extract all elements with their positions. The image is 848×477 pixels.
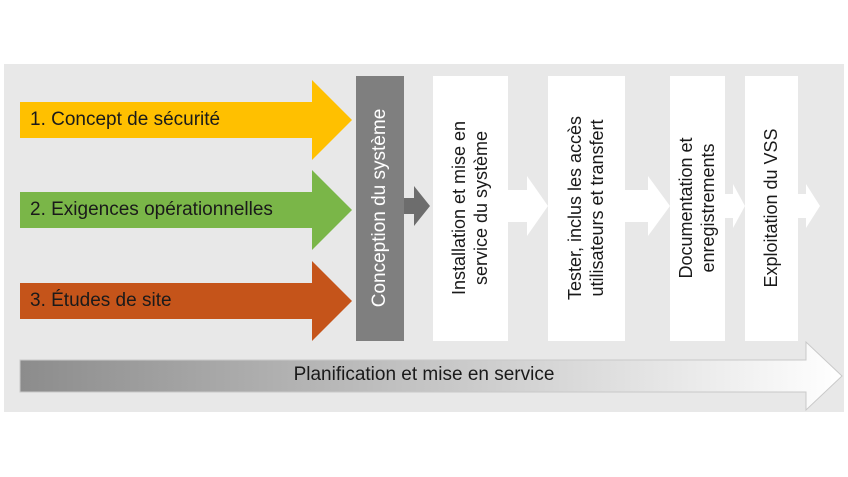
phase-label-3: Tester, inclus les accès utilisateurs et… xyxy=(564,116,608,300)
phase-label-4-line-1: Documentation et xyxy=(676,137,696,279)
phase-label-5: Exploitation du VSS xyxy=(760,128,782,287)
input-label-1: 1. Concept de sécurité xyxy=(30,109,221,130)
phase-label-5-line-1: Exploitation du VSS xyxy=(761,128,781,288)
phase-label-4: Documentation et enregistrements xyxy=(675,137,719,278)
phase-label-3-line-1: Tester, inclus les accès xyxy=(565,115,585,301)
phase-label-3-line-2: utilisateurs et transfert xyxy=(587,119,607,297)
phase-box-3 xyxy=(548,76,625,341)
phase-box-4 xyxy=(670,76,725,341)
input-arrow-2 xyxy=(20,170,352,250)
input-label-2: 2. Exigences opérationnelles xyxy=(30,199,273,220)
phase-label-2-line-2: service du système xyxy=(471,130,491,286)
connector-arrow-4 xyxy=(725,184,745,228)
connector-arrow-3 xyxy=(625,176,670,236)
span-label: Planification et mise en service xyxy=(293,364,555,385)
phase-label-2: Installation et mise en service du systè… xyxy=(448,121,492,295)
input-label-3: 3. Études de site xyxy=(30,290,172,311)
input-arrow-3 xyxy=(20,261,352,341)
phase-label-4-line-2: enregistrements xyxy=(698,143,718,273)
connector-arrow-2 xyxy=(508,176,548,236)
phase-label-1: Conception du système xyxy=(369,109,391,308)
connector-arrow-1 xyxy=(404,186,430,226)
phase-box-2 xyxy=(433,76,508,341)
phase-label-2-line-1: Installation et mise en xyxy=(449,120,469,296)
connector-arrow-5 xyxy=(798,184,820,228)
phase-box-1 xyxy=(356,76,404,341)
phase-box-5 xyxy=(745,76,798,341)
span-arrow xyxy=(19,340,843,412)
input-arrow-1 xyxy=(20,80,352,160)
phase-label-1-line-1: Conception du système xyxy=(369,108,390,308)
